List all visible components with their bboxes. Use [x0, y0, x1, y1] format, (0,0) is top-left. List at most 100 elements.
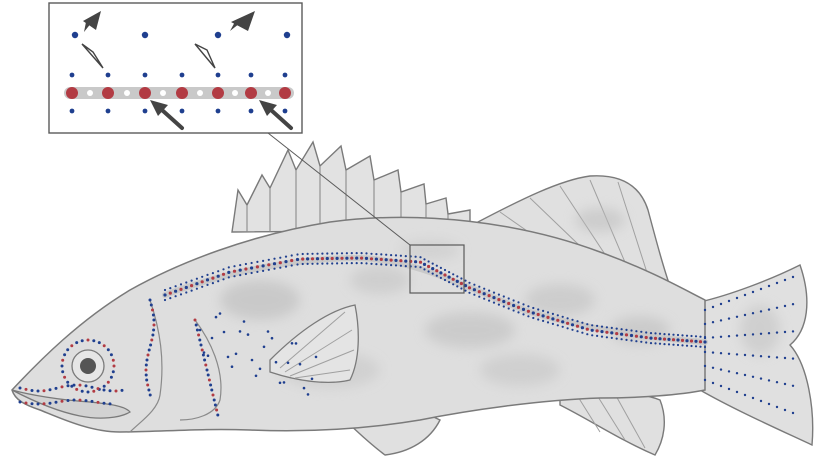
lateral-line-dot [576, 320, 578, 322]
tail-dot [752, 312, 754, 314]
tail-dot [768, 356, 770, 358]
lateral-line-dot [405, 265, 407, 267]
lateral-line-dot [239, 269, 242, 272]
lateral-line-dot [452, 273, 454, 275]
lateral-line-dot [460, 282, 463, 285]
lateral-line-dot [360, 257, 363, 260]
inset-blue-dot [106, 73, 111, 78]
head-canal-dot [63, 353, 66, 356]
lateral-line-dot [436, 275, 438, 277]
lateral-line-dot [699, 346, 701, 348]
lateral-line-dot [552, 323, 554, 325]
lateral-line-dot [290, 259, 293, 262]
tail-dot [784, 383, 786, 385]
lateral-line-dot [346, 262, 348, 264]
lateral-line-dot [256, 271, 258, 273]
tail-dot [712, 306, 714, 308]
lateral-line-dot [419, 256, 421, 258]
fish-body [12, 208, 780, 432]
body-dot [279, 382, 282, 385]
tail-dot [752, 291, 754, 293]
lateral-line-dot [571, 329, 573, 331]
head-canal-dot [207, 374, 210, 377]
inset-blue-dot [215, 32, 221, 38]
lateral-line-dot [321, 253, 323, 255]
lateral-line-dot [285, 256, 287, 258]
head-canal-dot [37, 403, 40, 406]
lateral-line-dot [196, 288, 198, 290]
lateral-line-dot [390, 264, 392, 266]
lateral-line-dot [621, 328, 623, 330]
tail-dot [712, 351, 714, 353]
tail-dot [776, 356, 778, 358]
lateral-line-dot [502, 300, 505, 303]
head-canal-dot [115, 390, 118, 393]
lateral-line-dot [201, 280, 204, 283]
lateral-line-dot [596, 335, 598, 337]
lateral-line-dot [228, 266, 230, 268]
lateral-line-dot [321, 257, 324, 260]
tail-dot [720, 352, 722, 354]
lateral-line-dot [591, 324, 593, 326]
tail-dot [752, 376, 754, 378]
lateral-line-dot [307, 263, 309, 265]
lateral-line-dot [522, 313, 524, 315]
tail-dot [768, 308, 770, 310]
head-canal-dot [92, 339, 95, 342]
tail-dot [768, 379, 770, 381]
lateral-line-dot [385, 254, 387, 256]
lateral-line-dot [596, 325, 598, 327]
lateral-line-dot [478, 296, 480, 298]
lateral-line-dot [361, 262, 363, 264]
tail-dot [784, 331, 786, 333]
lateral-line-dot [492, 296, 495, 299]
head-canal-dot [151, 334, 154, 337]
inset-blue-dot [216, 109, 221, 114]
lateral-line-dot [452, 278, 455, 281]
lateral-line-dot [658, 337, 661, 340]
inset-red-dot [245, 87, 257, 99]
tail-dot [704, 379, 706, 381]
lateral-line-dot [483, 298, 485, 300]
inset-red-dot [102, 87, 114, 99]
tail-dot [704, 337, 706, 339]
body-dot [227, 356, 230, 359]
body-dot [203, 351, 206, 354]
inset-blue-dot [283, 109, 288, 114]
lateral-line-dot [175, 295, 177, 297]
lateral-line-dot [478, 290, 481, 293]
body-dot [295, 342, 298, 345]
lateral-line-dot [610, 331, 613, 334]
lateral-line-dot [217, 275, 220, 278]
lateral-line-dot [703, 340, 706, 343]
tail-dot [784, 357, 786, 359]
lateral-line-dot [571, 319, 573, 321]
lateral-line-dot [311, 257, 314, 260]
lateral-line-dot [370, 257, 373, 260]
lateral-line-dot [615, 332, 618, 335]
inset-blue-dot [70, 109, 75, 114]
lateral-line-dot [586, 323, 588, 325]
lateral-line-dot [233, 265, 235, 267]
lateral-line-dot [547, 311, 549, 313]
lateral-line-dot [611, 327, 613, 329]
head-canal-dot [112, 370, 115, 373]
lateral-line-dot [440, 267, 442, 269]
inset-red-dot [212, 87, 224, 99]
head-canal-dot [206, 369, 209, 372]
body-dot [267, 330, 270, 333]
lateral-line-dot [296, 253, 298, 255]
lateral-line-dot [399, 259, 402, 262]
lateral-line-dot [279, 261, 282, 264]
head-canal-dot [37, 390, 40, 393]
lateral-line-dot [654, 332, 656, 334]
lateral-line-dot [428, 270, 430, 272]
lateral-line-dot [654, 337, 657, 340]
lateral-line-dot [498, 294, 500, 296]
inset-blue-dot [143, 73, 148, 78]
tail-dot [768, 403, 770, 405]
lateral-line-dot [326, 257, 329, 260]
lateral-line-dot [190, 284, 193, 287]
lateral-line-dot [483, 292, 486, 295]
lateral-line-dot [659, 333, 661, 335]
